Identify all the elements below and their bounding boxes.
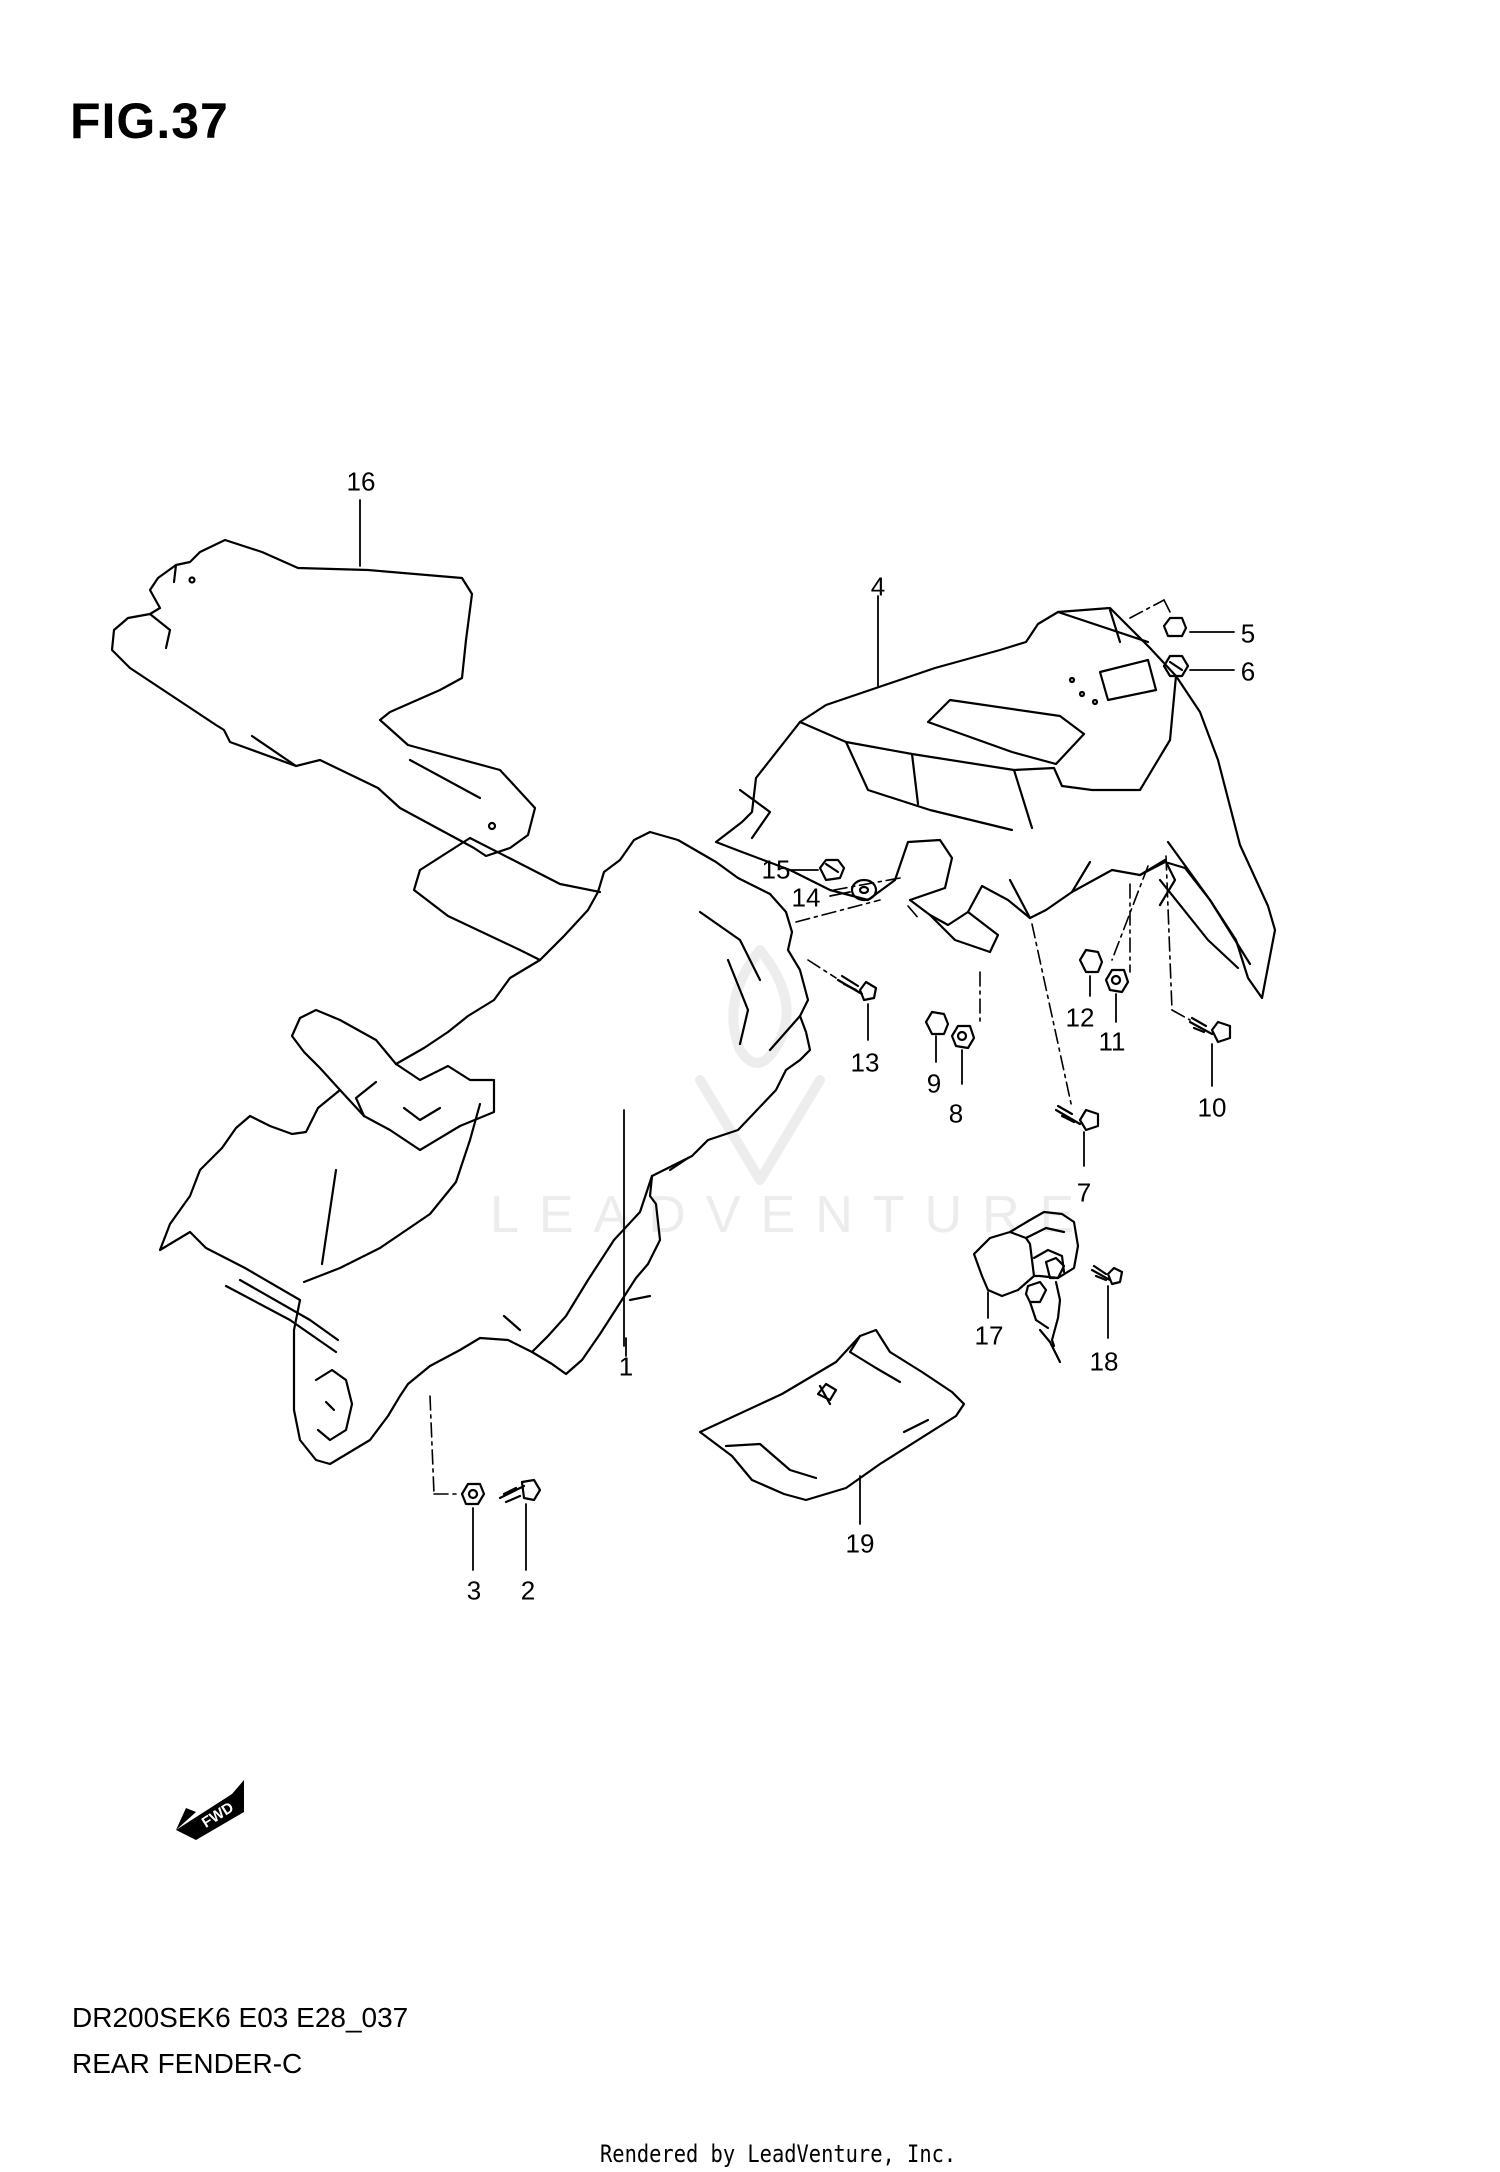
forward-arrow-icon: FWD [176, 1780, 244, 1840]
part-1-shape [158, 830, 812, 1466]
part-17-shape [972, 1210, 1080, 1364]
callout-12[interactable]: 12 [1065, 1002, 1095, 1033]
part-3-shape [460, 1482, 486, 1506]
diagram-name: REAR FENDER-C [72, 2048, 303, 2079]
callout-2[interactable]: 2 [520, 1575, 536, 1606]
part-8-shape [950, 1024, 976, 1050]
part-4-shape [714, 606, 1277, 1000]
part-16-shape [110, 538, 537, 858]
part-7-shape [1054, 1104, 1100, 1132]
callout-13[interactable]: 13 [850, 1047, 880, 1078]
callout-16[interactable]: 16 [346, 466, 376, 497]
callout-14[interactable]: 14 [791, 882, 821, 913]
part-11-shape [1104, 968, 1130, 994]
callout-19[interactable]: 19 [845, 1528, 875, 1559]
part-18-shape [1090, 1264, 1124, 1286]
callout-8[interactable]: 8 [948, 1098, 964, 1129]
rendered-by-credit: Rendered by LeadVenture, Inc. [600, 2140, 957, 2168]
callout-9[interactable]: 9 [926, 1068, 942, 1099]
model-code: DR200SEK6 E03 E28_037 [72, 2002, 409, 2033]
figure-title: FIG.37 [70, 93, 229, 149]
part-12-shape [1078, 948, 1104, 974]
part-10-shape [1188, 1016, 1232, 1044]
leader-lines [359, 499, 1235, 1571]
callout-15[interactable]: 15 [761, 854, 791, 885]
callout-6[interactable]: 6 [1240, 656, 1256, 687]
part-19-shape [698, 1328, 966, 1502]
callout-4[interactable]: 4 [870, 571, 886, 602]
part-5-shape [1162, 616, 1188, 638]
part-9-shape [924, 1010, 950, 1036]
part-2-shape [498, 1478, 542, 1504]
callout-10[interactable]: 10 [1197, 1092, 1227, 1123]
callout-1[interactable]: 1 [618, 1351, 634, 1382]
callout-11[interactable]: 11 [1098, 1026, 1126, 1057]
part-14-shape [850, 878, 878, 902]
callout-5[interactable]: 5 [1240, 618, 1256, 649]
watermark-text: LEADVENTURE [490, 1186, 1095, 1244]
callout-7[interactable]: 7 [1076, 1177, 1092, 1208]
assembly-lines [429, 599, 1191, 1495]
callout-18[interactable]: 18 [1089, 1346, 1119, 1377]
part-6-shape [1162, 654, 1190, 678]
part-15-shape [818, 858, 846, 882]
callout-17[interactable]: 17 [974, 1320, 1004, 1351]
watermark-logo [695, 945, 825, 1185]
part-13-shape [836, 974, 878, 1002]
callout-3[interactable]: 3 [466, 1575, 482, 1606]
